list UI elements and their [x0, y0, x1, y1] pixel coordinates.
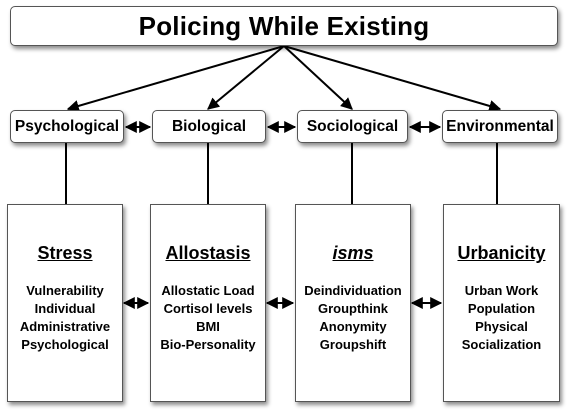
panel-stress: Stress Vulnerability Individual Administ… — [7, 204, 123, 402]
panel-item: Socialization — [461, 337, 542, 352]
panel-item: Cortisol levels — [163, 301, 253, 316]
title-box: Policing While Existing — [10, 6, 558, 46]
panel-isms: isms Deindividuation Groupthink Anonymit… — [295, 204, 411, 402]
category-label: Biological — [171, 117, 247, 135]
panel-items: Allostatic Load Cortisol levels BMI Bio-… — [151, 282, 265, 354]
arrow-title-to-biological — [207, 45, 285, 110]
category-environmental: Environmental — [442, 110, 558, 143]
panel-items: Urban Work Population Physical Socializa… — [444, 282, 559, 354]
arrow-title-to-psychological — [66, 45, 285, 112]
panel-allostasis: Allostasis Allostatic Load Cortisol leve… — [150, 204, 266, 402]
panel-item: Administrative — [19, 319, 111, 334]
panel-item: Individual — [34, 301, 96, 316]
category-psychological: Psychological — [10, 110, 124, 143]
category-label: Environmental — [446, 117, 554, 135]
panel-item: Groupshift — [319, 337, 387, 352]
panel-item: Bio-Personality — [160, 337, 256, 352]
panel-item: Physical — [475, 319, 528, 334]
category-sociological: Sociological — [297, 110, 408, 143]
category-label: Psychological — [14, 117, 120, 135]
panel-item: Psychological — [21, 337, 109, 352]
arrow-title-to-environmental — [283, 45, 502, 112]
panel-item: Anonymity — [319, 319, 387, 334]
panel-item: Groupthink — [317, 301, 389, 316]
panel-heading: Urbanicity — [457, 243, 546, 263]
arrow-title-to-sociological — [283, 45, 353, 110]
panel-urbanicity: Urbanicity Urban Work Population Physica… — [443, 204, 560, 402]
panel-items: Vulnerability Individual Administrative … — [8, 282, 122, 354]
panel-item: Population — [467, 301, 536, 316]
panel-heading: Allostasis — [165, 243, 251, 263]
panel-heading: Stress — [37, 243, 93, 263]
category-label: Sociological — [306, 117, 399, 135]
category-biological: Biological — [152, 110, 266, 143]
panel-item: BMI — [196, 319, 220, 334]
diagram-title: Policing While Existing — [138, 10, 430, 41]
panel-item: Urban Work — [464, 283, 539, 298]
panel-item: Deindividuation — [304, 283, 402, 298]
panel-item: Allostatic Load — [161, 283, 255, 298]
panel-item: Vulnerability — [26, 283, 104, 298]
panel-items: Deindividuation Groupthink Anonymity Gro… — [296, 282, 410, 354]
panel-heading: isms — [332, 243, 374, 263]
